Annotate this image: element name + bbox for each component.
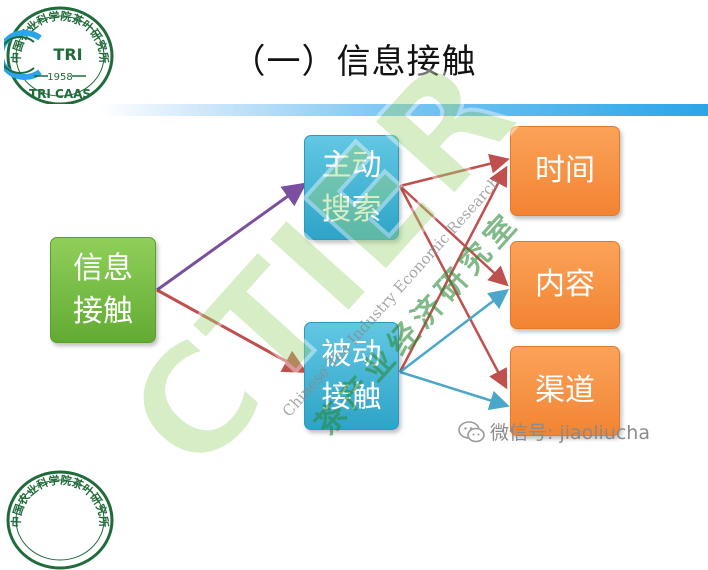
node-time: 时间 <box>510 126 620 216</box>
arrow-source-to-passive <box>156 288 308 373</box>
logo-year: 1958 <box>47 72 72 83</box>
arrow-active-to-content <box>399 185 509 287</box>
title-underline-bar <box>0 104 708 116</box>
arrow-passive-to-time <box>398 165 508 373</box>
wechat-id: 微信号: jiaoliucha <box>458 418 650 445</box>
arrow-active-to-channel <box>398 185 508 390</box>
arrow-passive-to-content <box>399 288 509 373</box>
node-channel: 渠道 <box>510 346 620 436</box>
diagram-arrows <box>156 153 510 411</box>
node-info-contact: 信息 接触 <box>50 237 156 343</box>
wechat-icon <box>458 420 485 442</box>
tri-caas-logo: 中国农业科学院茶叶研究所 TRI 1958 TRI CAAS <box>4 6 114 106</box>
arrow-source-to-active <box>156 182 307 292</box>
node-passive-contact: 被动 接触 <box>304 322 399 430</box>
node-content: 内容 <box>510 241 620 329</box>
arrow-active-to-time <box>399 153 510 188</box>
logo-center-text: TRI <box>53 45 82 64</box>
page-title: （一）信息接触 <box>231 42 477 82</box>
wechat-label: 微信号: jiaoliucha <box>490 422 650 444</box>
node-active-search: 主动 搜索 <box>304 135 399 240</box>
logo-bottom-text: TRI CAAS <box>29 87 91 101</box>
arrow-passive-to-channel <box>399 370 510 411</box>
